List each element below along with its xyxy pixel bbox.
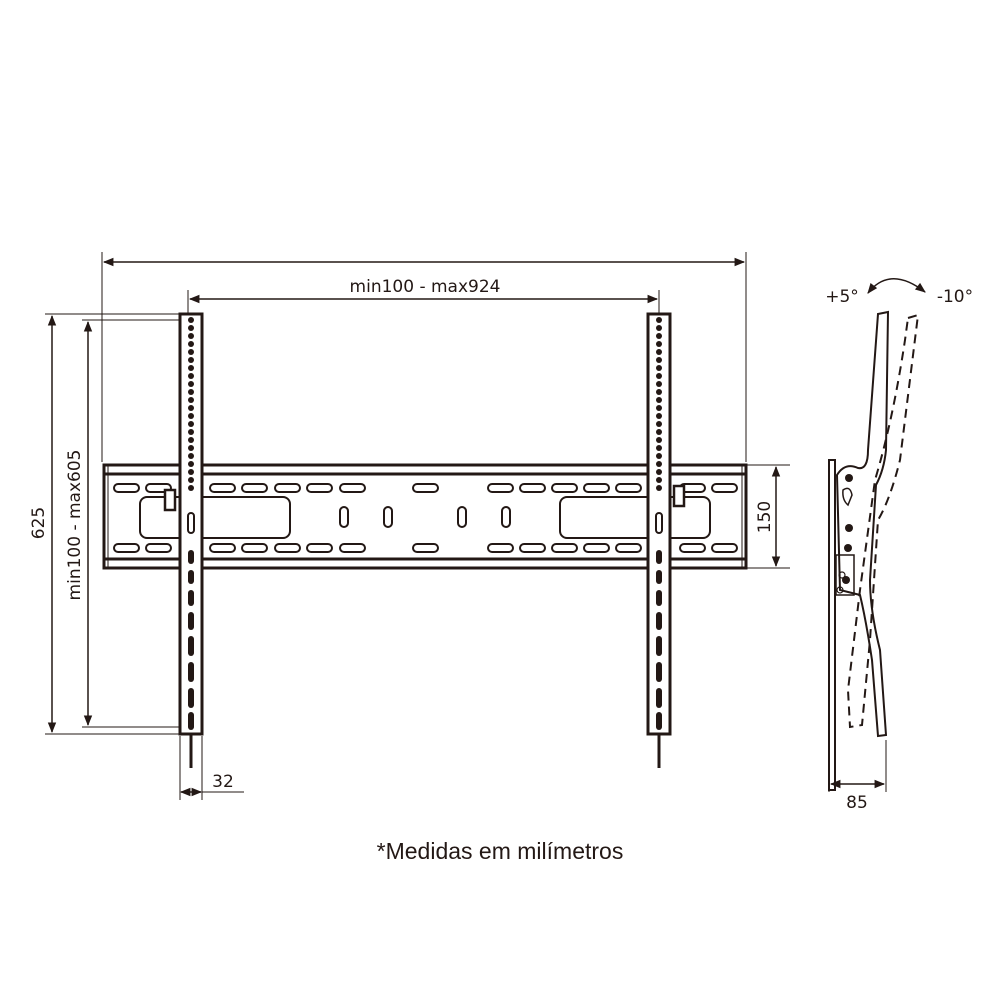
vesa-vertical-dimension: [82, 319, 184, 728]
left-vertical-arm: [178, 312, 204, 768]
tilt-up-label: +5°: [825, 287, 859, 307]
footnote: *Medidas em milímetros: [376, 838, 624, 864]
side-view: [828, 278, 926, 792]
wall-plate-height-label: 150: [755, 501, 775, 533]
front-view: [45, 252, 790, 800]
arm-width-dimension: [179, 736, 244, 800]
overall-height-dimension: [45, 313, 180, 735]
arm-spacing-dimension: [187, 290, 660, 314]
overall-width-dimension: [101, 252, 747, 462]
depth-label: 85: [846, 793, 868, 813]
wall-plate: [102, 463, 748, 570]
vesa-vertical-label: min100 - max605: [65, 450, 85, 601]
arm-width-label: 32: [212, 772, 234, 792]
overall-height-label: 625: [29, 507, 49, 539]
arm-spacing-label: min100 - max924: [350, 277, 501, 297]
wall-plate-height-dimension: [746, 464, 790, 569]
tilt-arc-icon: [867, 278, 926, 294]
right-vertical-arm: [646, 312, 672, 768]
tilt-down-label: -10°: [937, 287, 973, 307]
